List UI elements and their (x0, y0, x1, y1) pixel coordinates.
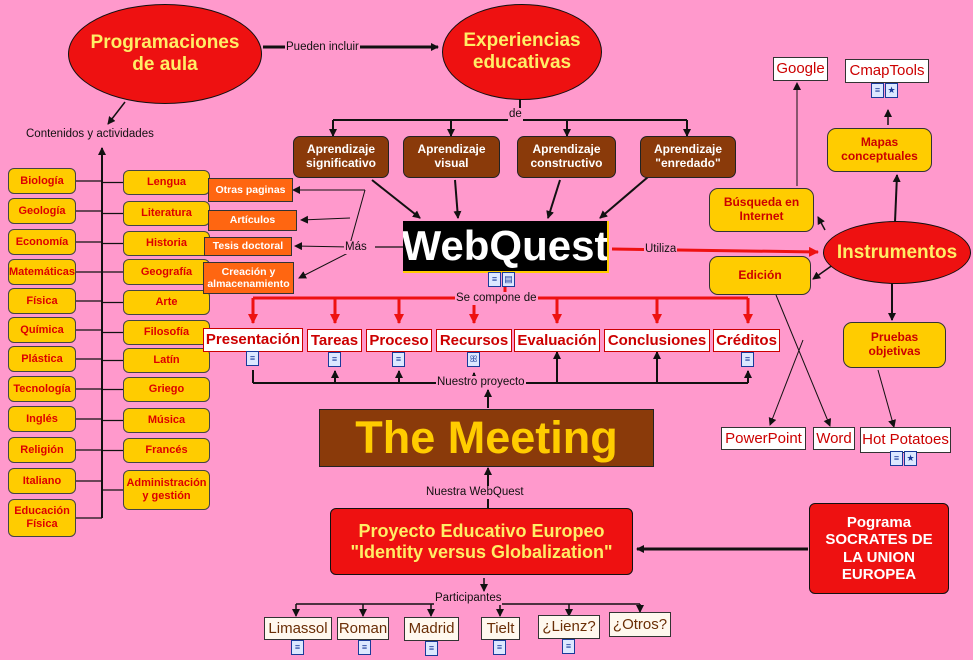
document-icon[interactable]: ≡ (488, 272, 501, 287)
mas-otras-paginas[interactable]: Otras paginas (208, 178, 293, 202)
subject-left-9[interactable]: Religión (8, 437, 76, 463)
subject-left-11[interactable]: Educación Física (8, 499, 76, 537)
subject-left-2[interactable]: Economía (8, 229, 76, 255)
participante-madrid[interactable]: Madrid (404, 617, 459, 641)
subject-left-1[interactable]: Geología (8, 198, 76, 224)
participante-limassol[interactable]: Limassol (264, 617, 332, 640)
utiliza-label: Utiliza (644, 243, 678, 256)
mas-articulos[interactable]: Artículos (208, 210, 297, 231)
subject-right-5[interactable]: Filosofía (123, 320, 210, 345)
participantes-label: Participantes (434, 592, 503, 605)
video-icon[interactable]: ▤ (502, 272, 515, 287)
subject-right-1[interactable]: Literatura (123, 201, 210, 226)
madrid-icon[interactable]: ≡ (425, 641, 438, 656)
proyecto-node[interactable]: Proyecto Educativo Europeo "Identity ver… (330, 508, 633, 575)
subject-left-0[interactable]: Biología (8, 168, 76, 194)
document-icon[interactable]: ≡ (871, 83, 884, 98)
aprendizaje-constructivo[interactable]: Aprendizaje constructivo (517, 136, 616, 178)
participante-roman[interactable]: Roman (337, 617, 389, 640)
socrates-node[interactable]: Pograma SOCRATES DE LA UNION EUROPEA (809, 503, 949, 594)
document-icon[interactable]: ≡ (890, 451, 903, 466)
participante-lienz[interactable]: ¿Lienz? (538, 615, 600, 639)
subject-right-7[interactable]: Griego (123, 377, 210, 402)
cmaptools-icons[interactable]: ≡★ (871, 83, 898, 98)
document-icon[interactable]: ≡ (493, 640, 506, 655)
document-icon[interactable]: ≡ (562, 639, 575, 654)
pruebas-node[interactable]: Pruebas objetivas (843, 322, 946, 368)
subject-left-6[interactable]: Plástica (8, 346, 76, 372)
webquest-link-icons[interactable]: ≡▤ (488, 272, 515, 287)
webquest-node[interactable]: WebQuest (403, 221, 609, 273)
mas-label: Más (344, 241, 368, 254)
subject-right-6[interactable]: Latín (123, 348, 210, 373)
roman-icon[interactable]: ≡ (358, 640, 371, 655)
busqueda-node[interactable]: Búsqueda en Internet (709, 188, 814, 232)
subject-right-9[interactable]: Francés (123, 438, 210, 463)
tareas-icon[interactable]: ≡ (328, 352, 341, 367)
subject-left-7[interactable]: Tecnología (8, 376, 76, 402)
comp-evaluacion[interactable]: Evaluación (514, 329, 600, 352)
aprendizaje-enredado[interactable]: Aprendizaje "enredado" (640, 136, 736, 178)
comp-presentacion[interactable]: Presentación (203, 328, 303, 352)
instrumentos-node[interactable]: Instrumentos (823, 221, 971, 284)
aprendizaje-significativo[interactable]: Aprendizaje significativo (293, 136, 389, 178)
comp-proceso[interactable]: Proceso (366, 329, 432, 352)
document-icon[interactable]: ≡ (358, 640, 371, 655)
powerpoint-node[interactable]: PowerPoint (721, 427, 806, 450)
mas-creacion[interactable]: Creación y almacenamiento (203, 262, 294, 294)
comp-creditos[interactable]: Créditos (713, 329, 780, 352)
mas-tesis[interactable]: Tesis doctoral (204, 237, 292, 256)
experiencias-node[interactable]: Experiencias educativas (442, 4, 602, 100)
nuestra-webquest-label: Nuestra WebQuest (425, 486, 525, 499)
tielt-icon[interactable]: ≡ (493, 640, 506, 655)
nuestro-proyecto-label: Nuestro proyecto (436, 376, 526, 389)
run-icon[interactable]: ★ (904, 451, 917, 466)
programaciones-node[interactable]: Programaciones de aula (68, 4, 262, 104)
word-node[interactable]: Word (813, 427, 855, 450)
comp-recursos[interactable]: Recursos (436, 329, 512, 352)
hotpotatoes-node[interactable]: Hot Potatoes (860, 427, 951, 453)
document-icon[interactable]: ≡ (741, 352, 754, 367)
subject-left-3[interactable]: Matemáticas (8, 259, 76, 285)
document-icon[interactable]: ≡ (291, 640, 304, 655)
creditos-icon[interactable]: ≡ (741, 352, 754, 367)
concept-map-icon[interactable]: ꕥ (467, 352, 480, 367)
edicion-node[interactable]: Edición (709, 256, 811, 295)
contenidos-label: Contenidos y actividades (25, 128, 155, 141)
subject-right-4[interactable]: Arte (123, 290, 210, 315)
se-compone-label: Se compone de (455, 292, 538, 305)
aprendizaje-visual[interactable]: Aprendizaje visual (403, 136, 500, 178)
document-icon[interactable]: ≡ (246, 351, 259, 366)
comp-conclusiones[interactable]: Conclusiones (604, 329, 710, 352)
the-meeting-node[interactable]: The Meeting (319, 409, 654, 467)
hotpotatoes-icons[interactable]: ≡★ (890, 451, 917, 466)
limassol-icon[interactable]: ≡ (291, 640, 304, 655)
subject-left-4[interactable]: Física (8, 288, 76, 314)
pueden-incluir-label: Pueden incluir (285, 41, 360, 54)
participante-tielt[interactable]: Tielt (481, 617, 520, 640)
subject-left-10[interactable]: Italiano (8, 468, 76, 494)
presentacion-icon[interactable]: ≡ (246, 351, 259, 366)
subject-left-5[interactable]: Química (8, 317, 76, 343)
google-node[interactable]: Google (773, 57, 828, 81)
document-icon[interactable]: ≡ (392, 352, 405, 367)
subject-right-8[interactable]: Música (123, 408, 210, 433)
document-icon[interactable]: ≡ (425, 641, 438, 656)
subject-right-3[interactable]: Geografía (123, 259, 210, 285)
mapas-node[interactable]: Mapas conceptuales (827, 128, 932, 172)
subject-right-0[interactable]: Lengua (123, 170, 210, 195)
de-label: de (508, 108, 523, 121)
document-icon[interactable]: ≡ (328, 352, 341, 367)
cmaptools-node[interactable]: CmapTools (845, 59, 929, 83)
lienz-icon[interactable]: ≡ (562, 639, 575, 654)
proceso-icon[interactable]: ≡ (392, 352, 405, 367)
subject-left-8[interactable]: Inglés (8, 406, 76, 432)
subject-right-10[interactable]: Administración y gestión (123, 470, 210, 510)
participante-otros[interactable]: ¿Otros? (609, 612, 671, 637)
run-icon[interactable]: ★ (885, 83, 898, 98)
subject-right-2[interactable]: Historia (123, 231, 210, 256)
recursos-icon[interactable]: ꕥ (467, 352, 480, 367)
comp-tareas[interactable]: Tareas (307, 329, 362, 352)
